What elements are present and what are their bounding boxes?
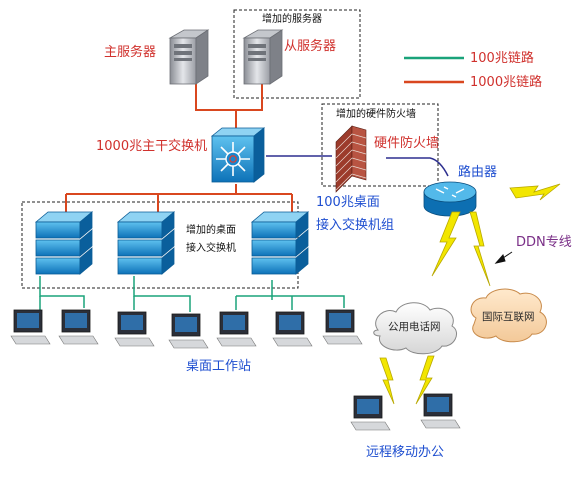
remote-office-label: 远程移动办公 <box>366 445 445 460</box>
remote-workstation-icon <box>420 393 461 429</box>
added-desktop-label: 增加的桌面 <box>186 225 236 236</box>
firewall-icon <box>335 125 367 193</box>
desktop-100m-label: 100兆桌面 <box>316 195 380 210</box>
added-servers-box <box>233 9 361 99</box>
access-switch-1-icon <box>34 211 94 275</box>
backbone-switch-label: 1000兆主干交换机 <box>96 139 208 154</box>
fast-ethernet-links <box>39 276 345 312</box>
ddn-arrow-icon <box>494 251 513 264</box>
legend-100m-label: 100兆链路 <box>470 51 534 66</box>
added-firewall-label: 增加的硬件防火墙 <box>336 109 416 120</box>
gigabit-links <box>65 84 293 214</box>
workstation-icon <box>322 309 363 345</box>
internet-cloud-icon <box>470 288 547 343</box>
workstation-icon <box>272 311 313 347</box>
workstation-icon <box>10 309 51 345</box>
router-icon <box>423 181 477 217</box>
pstn-cloud-icon <box>373 302 457 355</box>
workstations <box>10 309 461 431</box>
legend-1000m-label: 1000兆链路 <box>470 75 543 90</box>
workstation-icon <box>114 311 155 347</box>
main-server-label: 主服务器 <box>104 45 157 60</box>
router-links <box>266 155 449 177</box>
ddn-line-label: DDN专线 <box>516 235 572 250</box>
slave-server-icon <box>242 29 284 85</box>
pstn-label: 公用电话网 <box>388 321 441 333</box>
remote-workstation-icon <box>350 395 391 431</box>
workstations-label: 桌面工作站 <box>186 359 252 374</box>
access-switch-2-icon <box>116 211 176 275</box>
wan-bolts <box>379 183 561 405</box>
internet-label: 国际互联网 <box>482 311 535 323</box>
slave-server-label: 从服务器 <box>284 39 337 54</box>
added-firewall-box <box>321 103 439 187</box>
access-switch-label: 接入交换机 <box>186 243 236 254</box>
main-server-icon <box>168 29 210 85</box>
workstation-icon <box>168 313 209 349</box>
firewall-label: 硬件防火墙 <box>374 136 440 151</box>
workstation-icon <box>216 311 257 347</box>
workstation-icon <box>58 309 99 345</box>
backbone-switch-icon <box>210 127 266 183</box>
added-servers-label: 增加的服务器 <box>262 14 322 25</box>
router-label: 路由器 <box>458 165 498 180</box>
access-switch-group-label: 接入交换机组 <box>316 218 395 233</box>
access-switch-3-icon <box>250 211 310 275</box>
added-access-switch-box <box>21 201 299 289</box>
